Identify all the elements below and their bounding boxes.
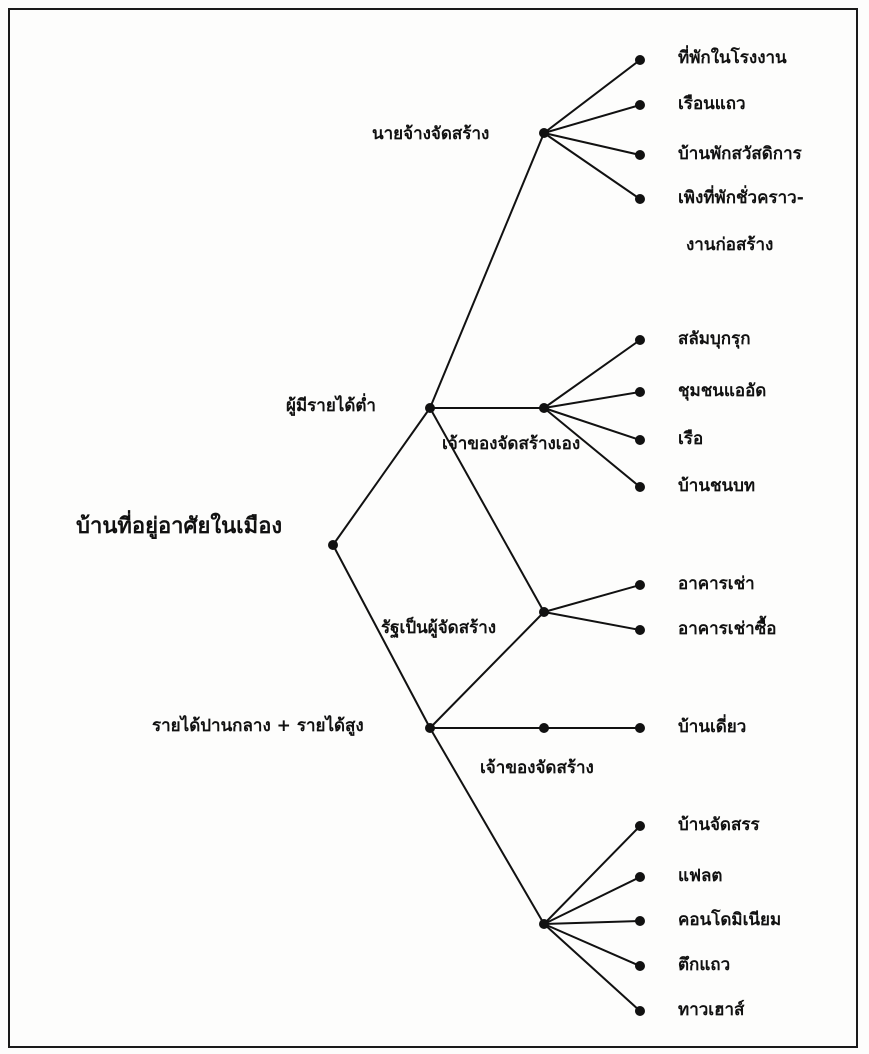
leaf-label: บ้านชนบท bbox=[678, 476, 756, 496]
node-employer bbox=[539, 128, 549, 138]
leaf-label: อาคารเช่า bbox=[678, 574, 755, 594]
edge-developer-leaf-3 bbox=[543, 920, 641, 925]
leaf-dot bbox=[635, 55, 645, 65]
edge-developer-leaf-4 bbox=[543, 923, 641, 967]
node-midhigh bbox=[425, 723, 435, 733]
node-self bbox=[539, 403, 549, 413]
edge-state-leaf-1 bbox=[543, 584, 641, 613]
leaf-dot bbox=[635, 482, 645, 492]
leaf-label: บ้านเดี่ยว bbox=[678, 717, 747, 737]
leaf-label: ทาวเฮาส์ bbox=[678, 1000, 745, 1020]
leaf-label: แฟลต bbox=[678, 866, 723, 886]
node-low bbox=[425, 403, 435, 413]
leaf-dot bbox=[635, 1006, 645, 1016]
leaf-label: ชุมชนแออัด bbox=[678, 381, 767, 401]
leaf-dot bbox=[635, 150, 645, 160]
edge-low-state bbox=[429, 407, 545, 613]
node-developer bbox=[539, 919, 549, 929]
edge-self-leaf-4 bbox=[543, 407, 641, 488]
leaf-label: สลัมบุกรุก bbox=[678, 329, 751, 349]
node-state bbox=[539, 607, 549, 617]
leaf-label: งานก่อสร้าง bbox=[686, 235, 774, 255]
edge-developer-leaf-2 bbox=[543, 876, 641, 925]
edge-developer-leaf-5 bbox=[543, 923, 641, 1012]
provider-employer-label: นายจ้างจัดสร้าง bbox=[372, 124, 490, 144]
provider-owner-label: เจ้าของจัดสร้าง bbox=[480, 758, 594, 778]
leaf-dot bbox=[635, 435, 645, 445]
edge-midhigh-state bbox=[429, 611, 545, 729]
leaf-label: บ้านจัดสรร bbox=[678, 815, 760, 835]
root-label: บ้านที่อยู่อาศัยในเมือง bbox=[76, 514, 283, 539]
leaf-dot bbox=[635, 194, 645, 204]
leaf-dot bbox=[635, 961, 645, 971]
edge-state-leaf-2 bbox=[543, 611, 641, 631]
edge-root-midhigh bbox=[332, 544, 431, 729]
edge-developer-leaf-1 bbox=[543, 825, 641, 925]
leaf-label: เรือนแถว bbox=[678, 94, 746, 114]
leaf-label: คอนโดมิเนียม bbox=[678, 910, 782, 930]
provider-self-label: เจ้าของจัดสร้างเอง bbox=[442, 434, 581, 454]
leaf-dot bbox=[635, 916, 645, 926]
leaf-label: เรือ bbox=[678, 429, 704, 449]
leaf-dot bbox=[635, 100, 645, 110]
leaf-label: ตึกแถว bbox=[678, 955, 731, 975]
edge-self-leaf-2 bbox=[543, 391, 641, 409]
leaf-dot bbox=[635, 872, 645, 882]
leaf-dot bbox=[635, 625, 645, 635]
leaf-label: อาคารเช่าซื้อ bbox=[678, 619, 777, 639]
leaf-dot bbox=[635, 723, 645, 733]
edge-root-low bbox=[332, 407, 431, 546]
edge-employer-leaf-1 bbox=[543, 59, 641, 134]
node-root bbox=[328, 540, 338, 550]
income-group-low-label: ผู้มีรายได้ต่ำ bbox=[286, 396, 376, 416]
edge-employer-leaf-2 bbox=[543, 104, 641, 134]
edge-midhigh-developer bbox=[429, 727, 545, 925]
edge-low-employer bbox=[429, 132, 545, 409]
leaf-label: บ้านพักสวัสดิการ bbox=[678, 144, 802, 164]
leaf-dot bbox=[635, 821, 645, 831]
leaf-dot bbox=[635, 387, 645, 397]
income-group-midhigh-label: รายได้ปานกลาง + รายได้สูง bbox=[152, 716, 364, 736]
edge-employer-leaf-3 bbox=[543, 132, 641, 156]
diagram-frame bbox=[8, 8, 858, 1048]
leaf-dot bbox=[635, 580, 645, 590]
node-owner bbox=[539, 723, 549, 733]
edge-self-leaf-1 bbox=[543, 339, 641, 409]
edge-self-leaf-3 bbox=[543, 407, 641, 441]
edge-employer-leaf-4 bbox=[543, 132, 641, 200]
leaf-dot bbox=[635, 335, 645, 345]
leaf-label: เพิงที่พักชั่วคราว- bbox=[678, 188, 804, 208]
provider-state-label: รัฐเป็นผู้จัดสร้าง bbox=[381, 618, 497, 638]
leaf-label: ที่พักในโรงงาน bbox=[678, 48, 787, 68]
